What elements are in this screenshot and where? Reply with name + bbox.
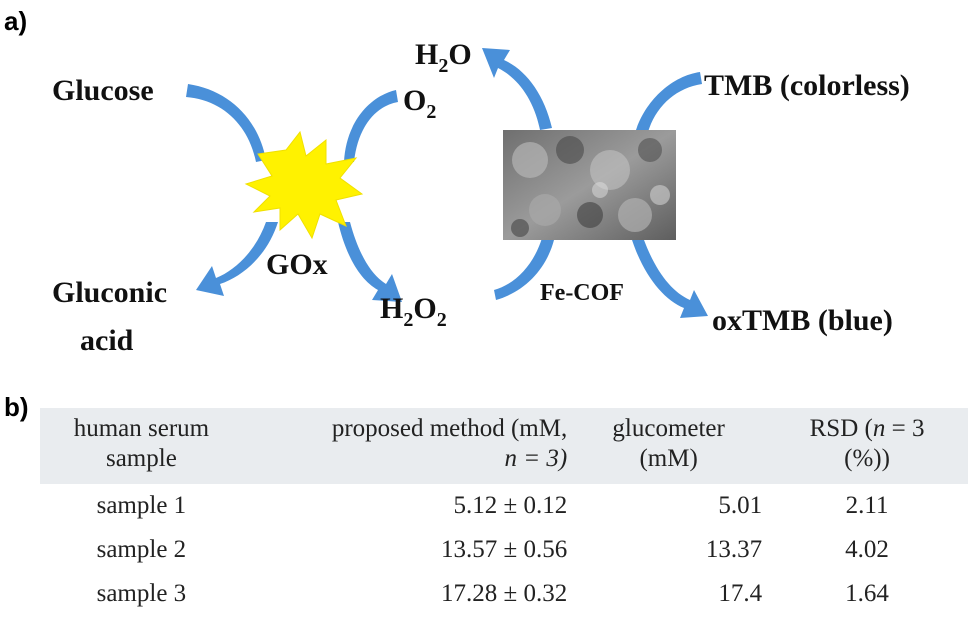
panel-a-label: a) <box>4 6 28 36</box>
cell-rsd: 1.64 <box>845 580 889 607</box>
header-sample: human serum sample <box>73 415 210 472</box>
arrow-gluconic <box>196 222 278 296</box>
arrow-h2o2-to-fecof <box>494 238 554 300</box>
results-table: human serum sample proposed method (mM, … <box>40 408 968 616</box>
reaction-diagram: Glucose Gluconic acid O2 GOx H2O2 H2O TM… <box>52 38 910 357</box>
header-glucometer: glucometer (mM) <box>612 415 725 472</box>
cell-proposed: 17.28 ± 0.32 <box>440 580 568 607</box>
label-o2: O2 <box>403 84 436 123</box>
label-gox: GOx <box>266 248 328 281</box>
label-acid: acid <box>80 324 134 357</box>
label-gluconic: Gluconic <box>52 276 167 309</box>
table-row: sample 3 17.28 ± 0.32 17.4 1.64 <box>40 572 968 616</box>
header-proposed: proposed method (mM, n = 3) <box>331 415 568 472</box>
label-glucose: Glucose <box>52 74 154 107</box>
table-header-row: human serum sample proposed method (mM, … <box>40 408 968 484</box>
cell-glucometer: 13.37 <box>705 536 763 563</box>
header-rsd: RSD (n = 3 (%)) <box>809 415 925 472</box>
cell-proposed: 13.57 ± 0.56 <box>440 536 568 563</box>
cell-glucometer: 5.01 <box>718 492 763 519</box>
cell-proposed: 5.12 ± 0.12 <box>453 492 568 519</box>
label-h2o: H2O <box>415 38 472 77</box>
gox-star <box>244 130 364 240</box>
arrow-glucose <box>186 84 266 162</box>
arrow-tmb <box>636 72 702 132</box>
label-fe-cof: Fe-COF <box>540 280 624 306</box>
arrow-o2 <box>344 90 398 162</box>
arrow-h2o2 <box>338 222 402 302</box>
label-tmb: TMB (colorless) <box>704 69 910 102</box>
cell-sample: sample 3 <box>96 580 187 607</box>
cell-rsd: 2.11 <box>845 492 889 519</box>
table-row: sample 2 13.57 ± 0.56 13.37 4.02 <box>40 528 968 572</box>
panel-b-label: b) <box>4 392 29 422</box>
cell-sample: sample 1 <box>96 492 187 519</box>
fe-cof-micrograph <box>503 130 676 240</box>
label-h2o2: H2O2 <box>380 292 447 331</box>
table-row: sample 1 5.12 ± 0.12 5.01 2.11 <box>40 484 968 528</box>
arrow-h2o <box>482 48 552 130</box>
label-oxtmb: oxTMB (blue) <box>712 304 893 337</box>
arrow-oxtmb <box>632 240 708 318</box>
cell-sample: sample 2 <box>96 536 187 563</box>
cell-glucometer: 17.4 <box>718 580 763 607</box>
cell-rsd: 4.02 <box>845 536 889 563</box>
